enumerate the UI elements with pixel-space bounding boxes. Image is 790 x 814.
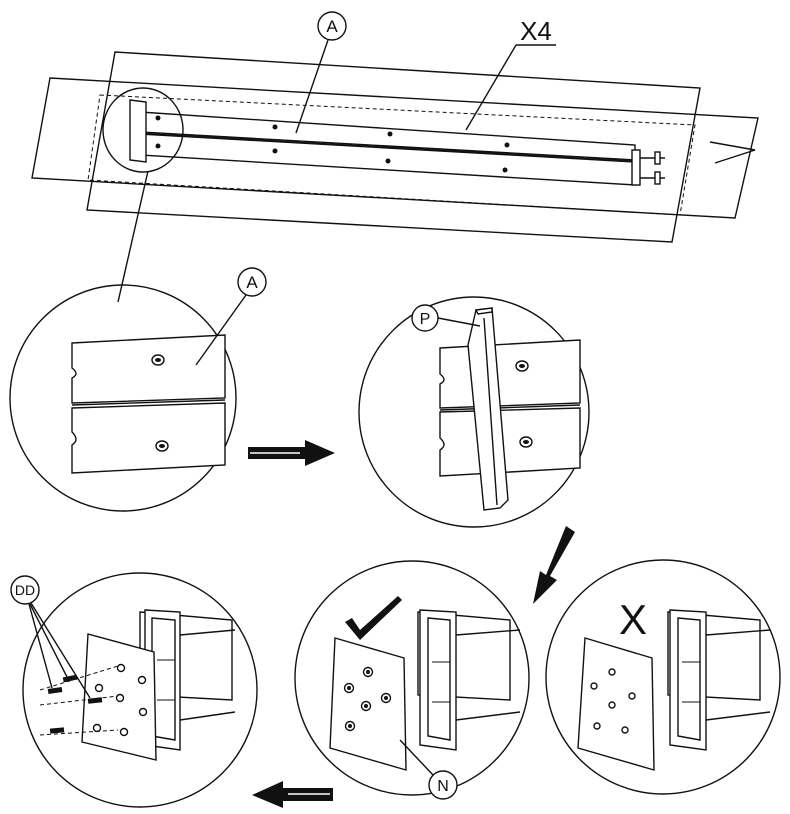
label-dd-text: DD: [15, 582, 35, 598]
wrong-mark-text: X: [619, 596, 647, 643]
arrow-left-icon: [252, 781, 333, 808]
quantity-text: X4: [520, 16, 552, 46]
leg-a-top-view: [129, 99, 665, 186]
label-n-text: N: [437, 778, 449, 795]
label-a-top: A: [295, 11, 347, 134]
label-a-top-text: A: [326, 17, 338, 36]
label-quantity: X4: [465, 16, 556, 131]
detail-plate-n-correct: N: [294, 560, 530, 800]
detail-screws-dd: DD: [10, 572, 258, 808]
packaging-sheets: [31, 51, 759, 243]
detail-leg-end: A: [9, 267, 267, 512]
check-mark-icon: [345, 596, 402, 640]
detail-plate-wrong: X: [545, 559, 781, 795]
arrow-down-left-icon: [533, 526, 575, 604]
label-p-text: P: [420, 311, 431, 328]
arrow-right-icon: [248, 440, 335, 466]
label-a-detail-text: A: [246, 273, 258, 292]
zoom-callout-ring: [102, 87, 184, 173]
detail-plate-p: P: [358, 296, 590, 528]
